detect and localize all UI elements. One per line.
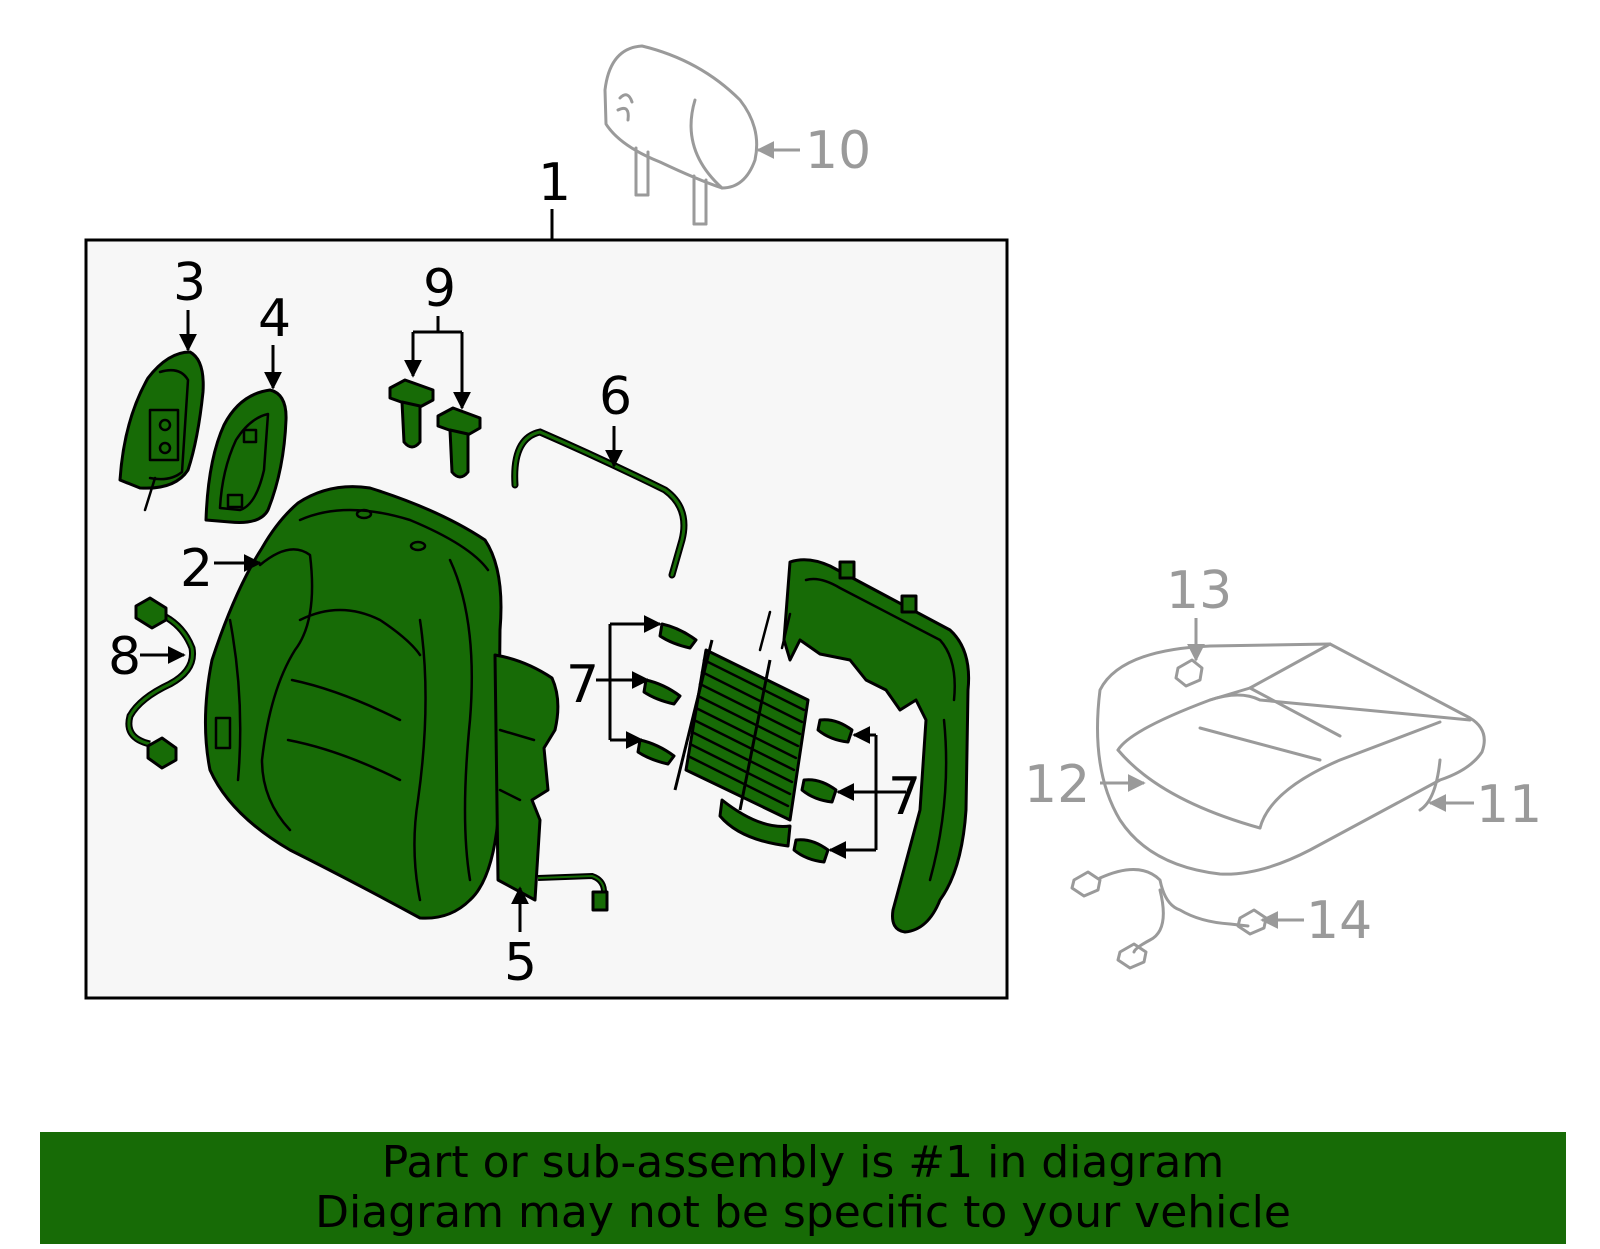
callout-7b: 7 [888, 767, 921, 827]
seatback-cushion-part-2 [203, 485, 503, 920]
callout-9: 9 [423, 259, 456, 319]
clips-part-7-left [636, 622, 698, 766]
callout-13: 13 [1166, 561, 1232, 621]
banner-line-2: Diagram may not be specific to your vehi… [315, 1187, 1291, 1238]
seat-harness-part-14 [1070, 868, 1268, 970]
callout-5: 5 [504, 933, 537, 993]
headrest-part-10 [603, 44, 759, 226]
callout-1: 1 [538, 153, 571, 213]
side-cover-part-3 [118, 350, 205, 512]
callout-2: 2 [180, 539, 213, 599]
seat-clip-part-13 [1174, 658, 1204, 688]
seat-cushion-part-11 [1096, 642, 1486, 876]
harness-part-8 [125, 596, 197, 770]
callout-6: 6 [599, 367, 632, 427]
wire-rod-part-6 [511, 428, 688, 579]
callout-3: 3 [173, 253, 206, 313]
callout-14: 14 [1306, 891, 1372, 951]
lumbar-grid [673, 639, 810, 822]
callout-12: 12 [1024, 755, 1090, 815]
headrest-guide-part-9 [388, 378, 482, 479]
clips-part-7-right [792, 718, 854, 864]
callout-11: 11 [1476, 775, 1542, 835]
seat-frame [718, 558, 971, 934]
trim-panel-part-4 [204, 388, 288, 524]
callout-7a: 7 [566, 655, 599, 715]
callout-10: 10 [805, 121, 871, 181]
seatback-board-part-5 [493, 653, 609, 912]
notice-banner: Part or sub-assembly is #1 in diagram Di… [40, 1132, 1566, 1244]
banner-line-1: Part or sub-assembly is #1 in diagram [381, 1137, 1225, 1188]
callout-8: 8 [108, 627, 141, 687]
callout-4: 4 [258, 289, 291, 349]
